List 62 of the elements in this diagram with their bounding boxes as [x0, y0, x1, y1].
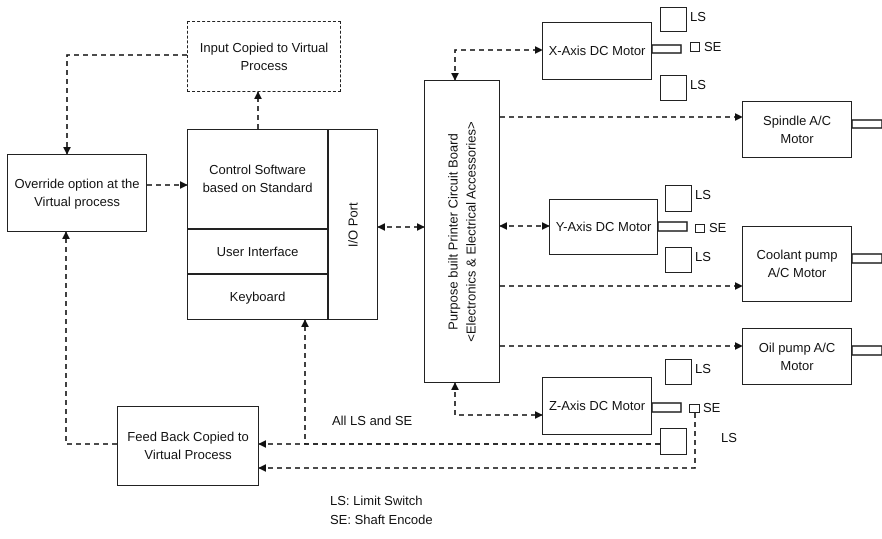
process-box — [7, 154, 147, 232]
box-label: Input Copied to Virtual Process — [198, 38, 330, 74]
sensor-box — [695, 224, 705, 233]
arrow — [301, 319, 660, 445]
process-box — [742, 226, 852, 302]
box-label: X-Axis DC Motor — [548, 42, 646, 60]
sensor-box — [689, 404, 700, 413]
box-label: I/O Port — [344, 202, 362, 247]
box-label: Z-Axis DC Motor — [548, 397, 646, 415]
arrow — [377, 223, 425, 231]
arrow — [63, 54, 187, 155]
process-box — [742, 328, 852, 385]
sensor-label: LS — [695, 361, 711, 377]
sensor-label: SE — [703, 400, 720, 416]
arrow — [451, 382, 543, 419]
sensor-box — [665, 185, 692, 212]
arrow — [62, 231, 117, 445]
process-box — [542, 377, 652, 435]
process-box — [742, 101, 852, 158]
box-label: Feed Back Copied to Virtual Process — [126, 428, 250, 464]
arrow — [500, 342, 743, 350]
sensor-label: LS — [695, 249, 711, 265]
arrow — [500, 113, 743, 121]
box-label: Keyboard — [228, 288, 286, 306]
sensor-box — [665, 359, 692, 385]
box-label: Coolant pump A/C Motor — [756, 246, 838, 282]
process-box — [117, 406, 259, 486]
box-label: <Electronics & Electrical Accessories> — [462, 121, 479, 342]
process-box — [549, 199, 658, 255]
sensor-label: SE — [709, 220, 726, 236]
arrow — [147, 181, 188, 189]
arrow — [451, 46, 543, 81]
box-label: Override option at the Virtual process — [13, 175, 141, 211]
box-label: Purpose built Printer Circuit Board — [444, 133, 462, 330]
arrow — [499, 222, 550, 230]
sensor-box — [660, 75, 687, 101]
box-label: Oil pump A/C Motor — [758, 338, 836, 374]
box-label: Y-Axis DC Motor — [554, 218, 652, 236]
sensor-label: SE — [704, 39, 722, 55]
box-label: Control Software based on Standard — [202, 161, 314, 197]
process-box — [328, 129, 378, 320]
arrow — [254, 91, 262, 129]
process-box — [424, 80, 500, 383]
sensor-box — [660, 428, 687, 455]
legend-note: LS: Limit Switch — [330, 493, 422, 509]
sensor-box — [665, 247, 692, 273]
sensor-box — [660, 7, 687, 32]
process-box — [542, 22, 652, 80]
process-box — [187, 21, 341, 92]
process-box — [187, 229, 328, 274]
arrow — [500, 282, 743, 290]
sensor-box — [690, 42, 700, 52]
legend-note: SE: Shaft Encode — [330, 512, 433, 528]
sensor-label: LS — [695, 187, 711, 203]
box-label: User Interface — [216, 242, 300, 260]
sensor-label: LS — [690, 77, 706, 93]
process-box — [187, 274, 328, 320]
arrow — [258, 413, 696, 472]
sensor-label: LS — [721, 430, 737, 446]
sensor-label: LS — [690, 9, 706, 25]
process-box — [187, 129, 328, 229]
box-label: Spindle A/C Motor — [762, 112, 832, 148]
